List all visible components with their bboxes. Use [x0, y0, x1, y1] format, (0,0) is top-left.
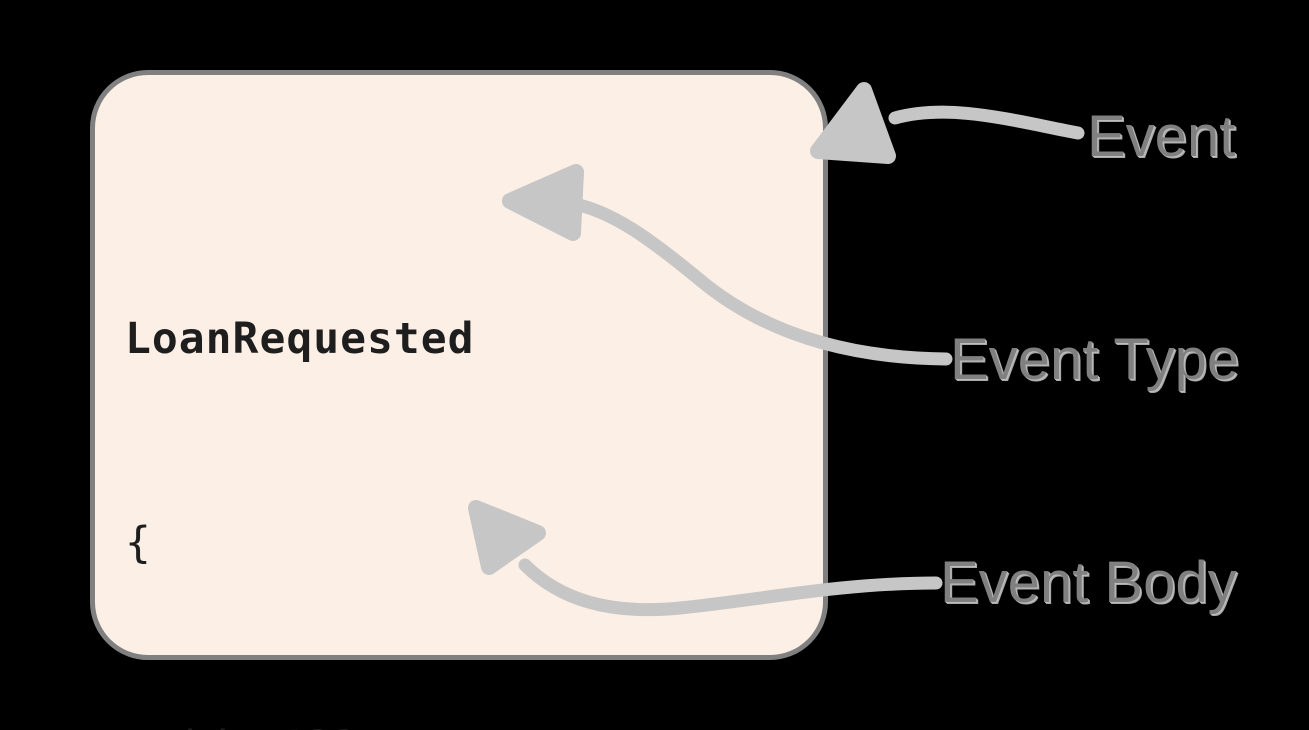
callout-label-event-type: Event Type	[950, 327, 1240, 392]
arrow-event-head	[810, 82, 896, 164]
code-line-id: id: 123,	[125, 713, 825, 730]
code-line-event-type: LoanRequested	[125, 314, 475, 364]
arrow-event-shaft	[888, 105, 1085, 140]
arrow-event	[810, 82, 1085, 164]
callout-label-event: Event	[1087, 104, 1236, 169]
callout-label-event-body: Event Body	[940, 550, 1237, 615]
event-card: LoanRequested { id: 123, amount: 100, bo…	[90, 70, 828, 730]
event-code-block: LoanRequested { id: 123, amount: 100, bo…	[125, 169, 825, 730]
code-line-open-brace: {	[125, 518, 151, 568]
